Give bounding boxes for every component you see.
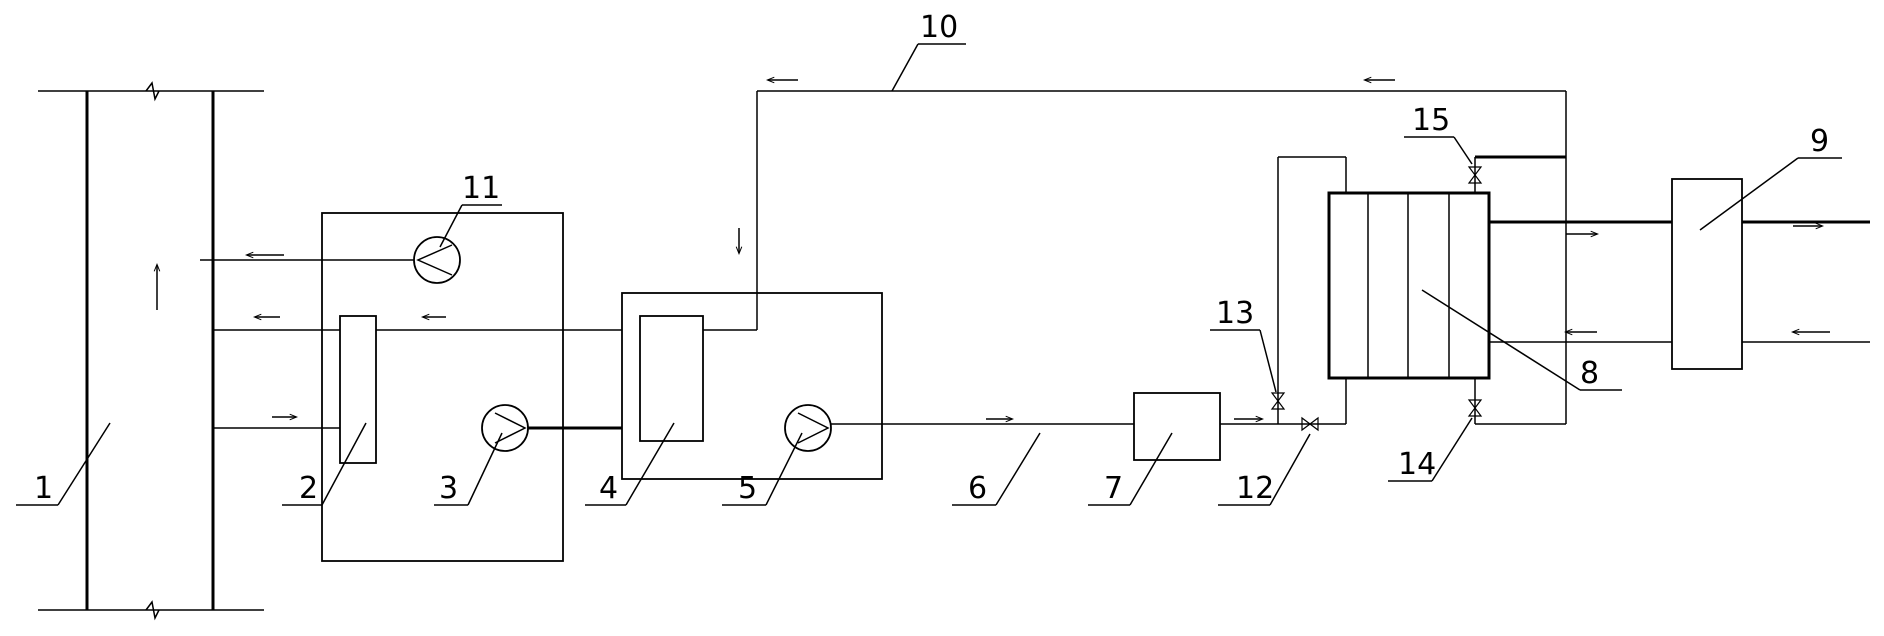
svg-text:14: 14: [1398, 447, 1436, 482]
component-1-column: [38, 81, 264, 621]
component-2-exchanger: [339, 315, 377, 464]
svg-text:8: 8: [1580, 356, 1599, 391]
valve-13: [1270, 392, 1286, 410]
label-12: 12: [1218, 433, 1311, 506]
label-15: 15: [1404, 103, 1473, 165]
svg-text:4: 4: [599, 471, 618, 506]
svg-text:1: 1: [34, 471, 53, 506]
label-10: 10: [891, 10, 966, 92]
valve-14: [1467, 399, 1483, 417]
component-9-exchanger: [1671, 178, 1743, 370]
label-8: 8: [1421, 289, 1622, 391]
component-5-pump: [784, 404, 832, 452]
component-7-tank: [1133, 392, 1221, 461]
svg-text:11: 11: [462, 171, 500, 206]
svg-text:15: 15: [1412, 103, 1450, 138]
label-1: 1: [16, 422, 111, 506]
svg-text:7: 7: [1104, 471, 1123, 506]
component-11-pump: [413, 236, 461, 284]
valve-15: [1467, 166, 1483, 184]
svg-text:10: 10: [920, 10, 958, 45]
label-4: 4: [585, 422, 675, 506]
svg-text:5: 5: [738, 471, 757, 506]
label-11: 11: [439, 171, 502, 248]
svg-text:6: 6: [968, 471, 987, 506]
svg-text:3: 3: [439, 471, 458, 506]
svg-text:2: 2: [299, 471, 318, 506]
component-3-pump: [481, 404, 529, 452]
label-2: 2: [282, 422, 367, 506]
label-14: 14: [1388, 417, 1473, 482]
label-9: 9: [1699, 124, 1842, 231]
svg-text:13: 13: [1216, 296, 1254, 331]
component-4-exchanger: [639, 315, 704, 442]
label-6: 6: [952, 432, 1041, 506]
label-5: 5: [722, 432, 803, 506]
label-13: 13: [1210, 296, 1277, 393]
component-8-stack: [1327, 191, 1491, 380]
label-3: 3: [434, 432, 503, 506]
svg-text:12: 12: [1236, 471, 1274, 506]
valve-12: [1301, 416, 1319, 432]
svg-text:9: 9: [1810, 124, 1829, 159]
label-7: 7: [1088, 432, 1173, 506]
